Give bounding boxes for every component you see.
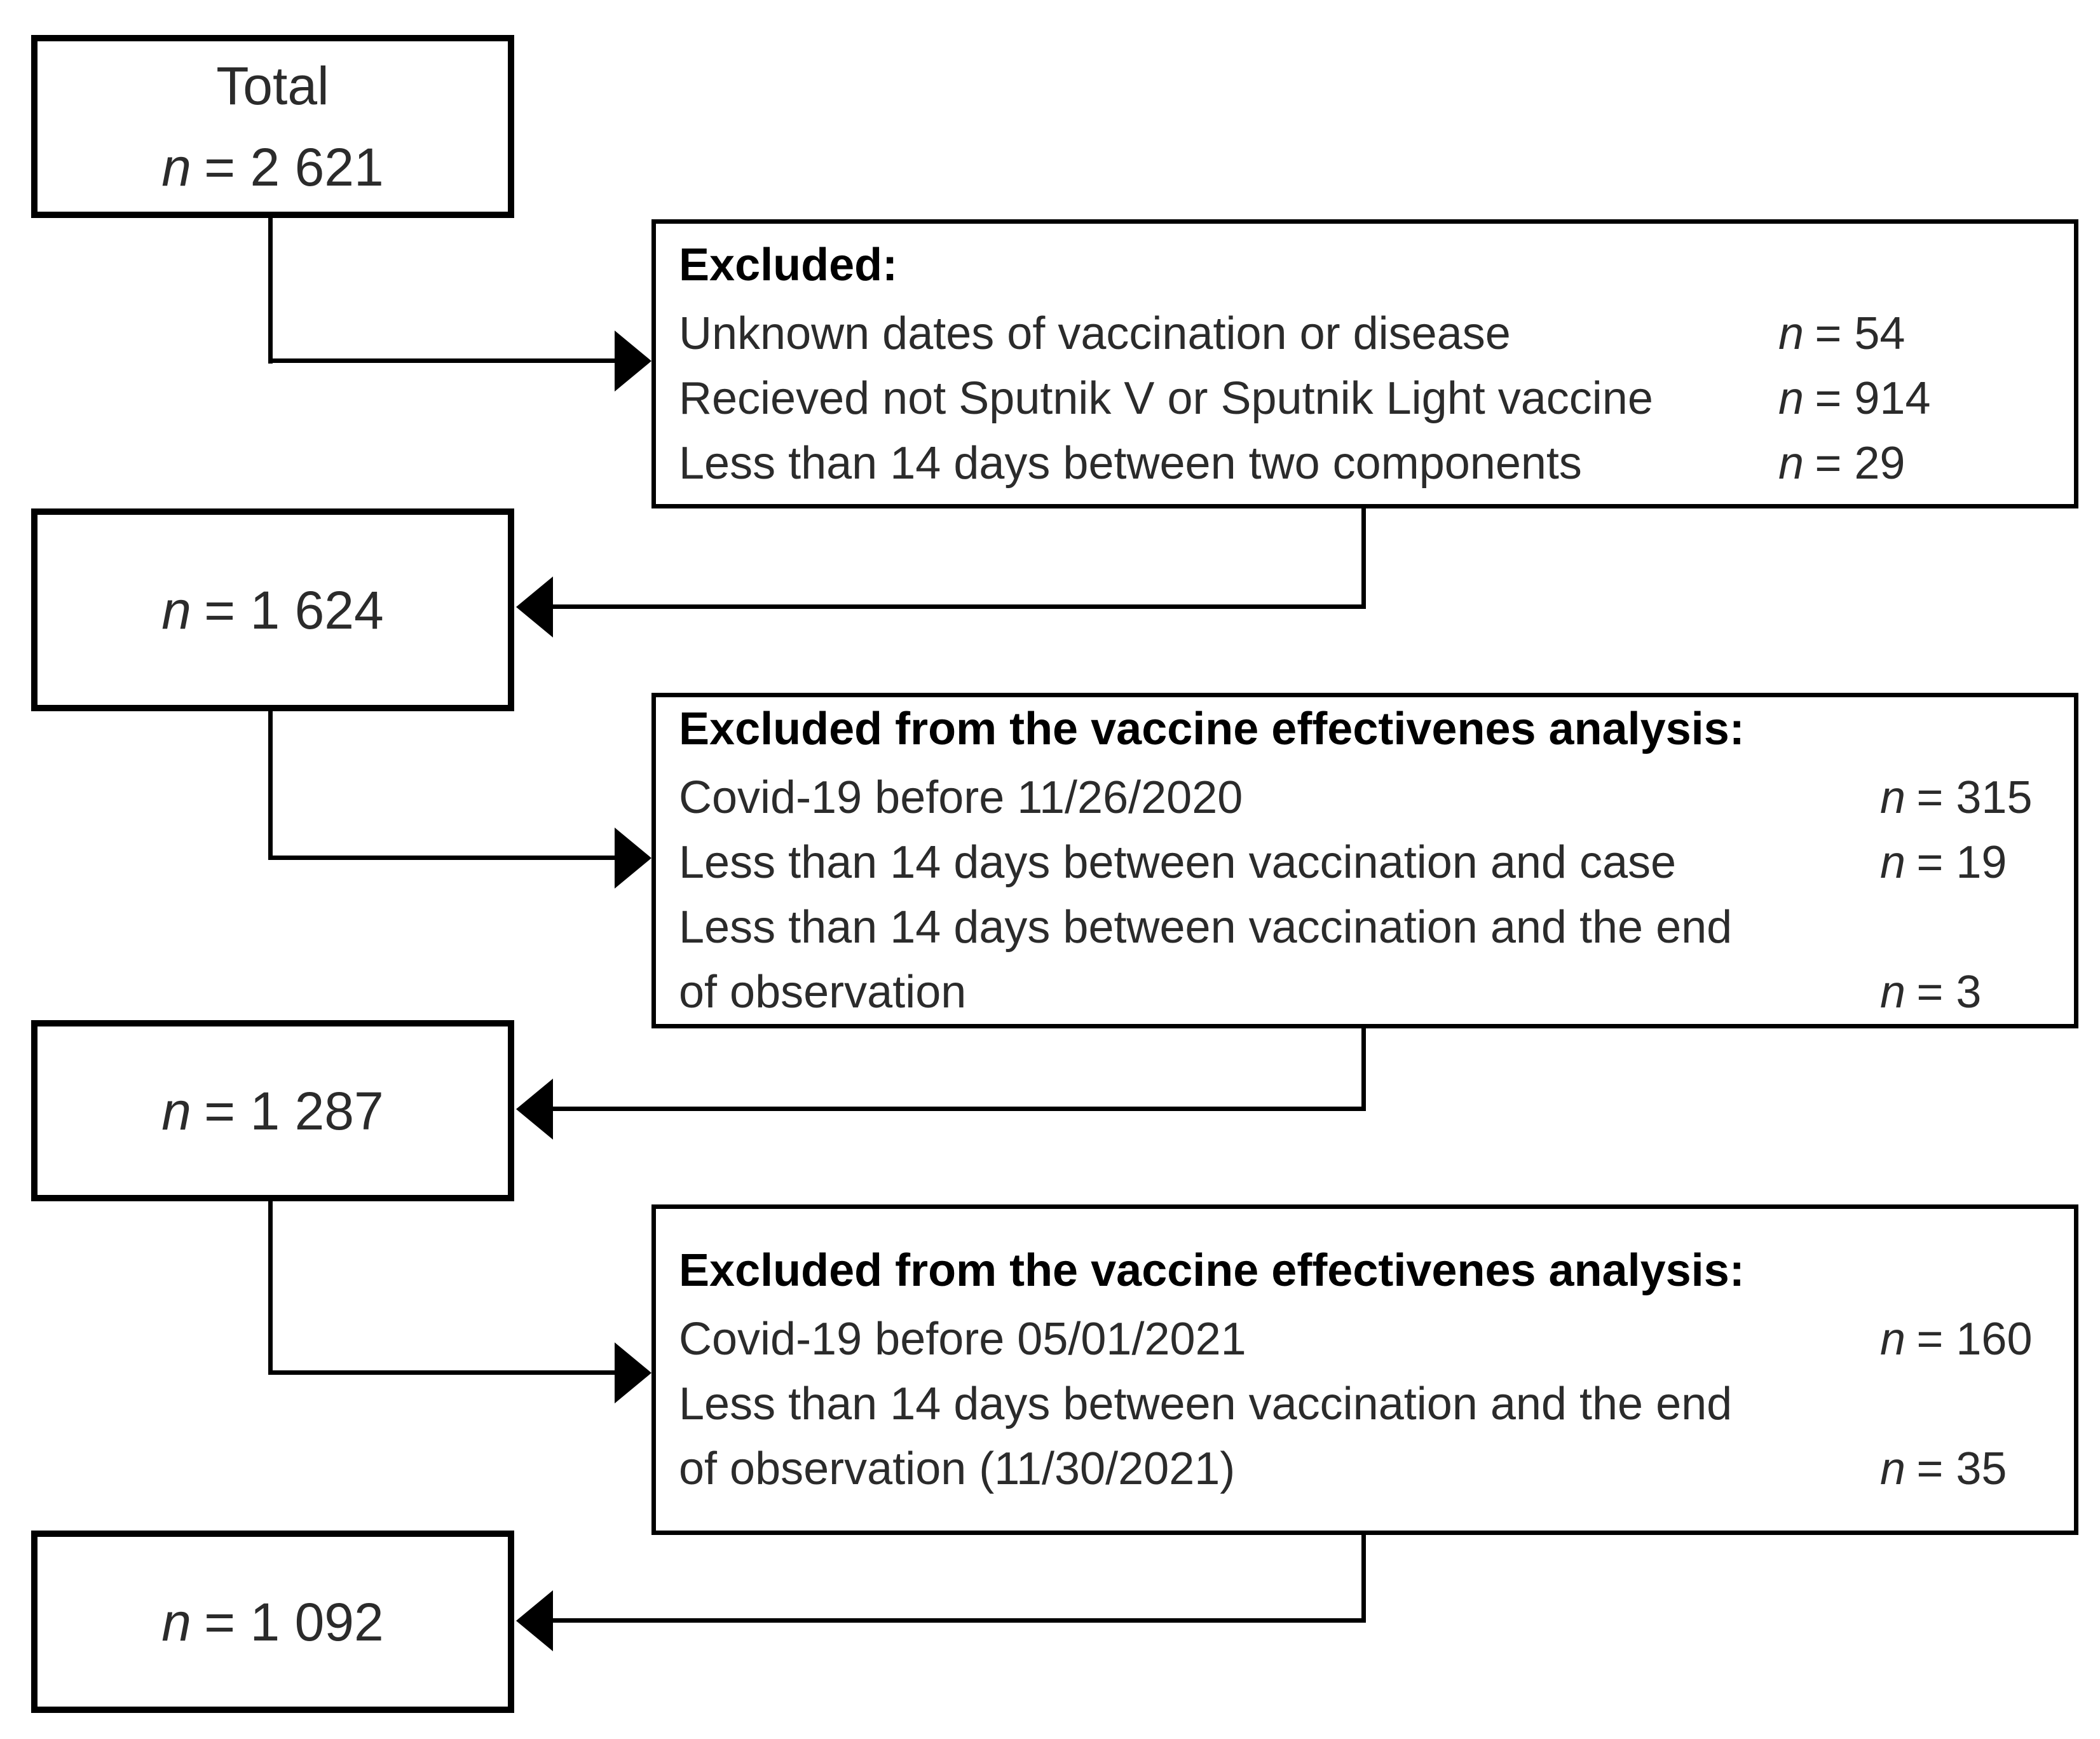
excluded-2-row: Less than 14 days between vaccination an… <box>679 830 2051 895</box>
excluded-3-row: Covid-19 before 05/01/2021 n= 160 <box>679 1307 2051 1372</box>
connector-excluded1-n1624-horizontal <box>553 604 1366 609</box>
excluded-2-row: Less than 14 days between vaccination an… <box>679 895 2051 960</box>
connector-n1287-excluded3-vertical <box>268 1199 273 1375</box>
reason-count: n= 914 <box>1778 372 1931 424</box>
arrowhead-left-icon <box>516 576 553 638</box>
reason-count: n= 35 <box>1880 1443 2007 1494</box>
arrowhead-right-icon <box>615 828 651 889</box>
connector-excluded2-n1287-horizontal <box>553 1107 1366 1111</box>
excluded-1-row: Recieved not Sputnik V or Sputnik Light … <box>679 366 2051 431</box>
n1624-count: n= 1 624 <box>161 580 384 640</box>
n1624-box: n= 1 624 <box>31 508 514 711</box>
arrowhead-right-icon <box>615 331 651 392</box>
excluded-1-header: Excluded: <box>679 239 898 290</box>
connector-excluded2-n1287-vertical <box>1361 1025 1366 1111</box>
excluded-1-row: Unknown dates of vaccination or disease … <box>679 301 2051 366</box>
reason-text: Recieved not Sputnik V or Sputnik Light … <box>679 372 1653 424</box>
excluded-2-row: Covid-19 before 11/26/2020 n= 315 <box>679 765 2051 830</box>
reason-text: Less than 14 days between vaccination an… <box>679 902 1733 953</box>
reason-count: n= 160 <box>1880 1314 2033 1365</box>
reason-count: n= 54 <box>1778 308 1906 359</box>
connector-total-excluded1-vertical <box>268 213 273 364</box>
reason-text: Unknown dates of vaccination or disease <box>679 308 1511 359</box>
total-box: Total n= 2 621 <box>31 35 514 218</box>
reason-text: Less than 14 days between vaccination an… <box>679 837 1677 888</box>
reason-count: n= 19 <box>1880 837 2007 888</box>
reason-count: n= 3 <box>1880 967 1982 1018</box>
excluded-2-header: Excluded from the vaccine effectivenes a… <box>679 704 1745 754</box>
excluded-box-2: Excluded from the vaccine effectivenes a… <box>651 693 2078 1028</box>
reason-count: n= 29 <box>1778 437 1906 489</box>
n1092-count: n= 1 092 <box>161 1592 384 1652</box>
arrowhead-right-icon <box>615 1342 651 1403</box>
reason-text: of observation <box>679 967 967 1018</box>
reason-count: n= 315 <box>1880 772 2033 823</box>
reason-text: Less than 14 days between vaccination an… <box>679 1379 1733 1429</box>
excluded-1-row: Less than 14 days between two components… <box>679 431 2051 496</box>
excluded-box-3: Excluded from the vaccine effectivenes a… <box>651 1204 2078 1535</box>
connector-n1624-excluded2-horizontal <box>268 856 615 860</box>
connector-excluded3-n1092-horizontal <box>553 1618 1366 1623</box>
reason-text: Covid-19 before 05/01/2021 <box>679 1314 1246 1365</box>
arrowhead-left-icon <box>516 1079 553 1140</box>
connector-n1624-excluded2-vertical <box>268 707 273 858</box>
n1287-box: n= 1 287 <box>31 1020 514 1201</box>
arrowhead-left-icon <box>516 1590 553 1651</box>
connector-total-excluded1-horizontal <box>268 358 615 363</box>
excluded-2-row: of observation n= 3 <box>679 960 2051 1025</box>
connector-excluded1-n1624-vertical <box>1361 504 1366 607</box>
connector-n1287-excluded3-horizontal <box>268 1370 615 1375</box>
reason-text: Covid-19 before 11/26/2020 <box>679 772 1243 823</box>
n1092-box: n= 1 092 <box>31 1531 514 1713</box>
total-count: n= 2 621 <box>161 137 384 197</box>
excluded-3-row: of observation (11/30/2021) n= 35 <box>679 1436 2051 1501</box>
reason-text: Less than 14 days between two components <box>679 437 1582 489</box>
excluded-box-1: Excluded: Unknown dates of vaccination o… <box>651 219 2078 508</box>
excluded-3-row: Less than 14 days between vaccination an… <box>679 1372 2051 1436</box>
connector-excluded3-n1092-vertical <box>1361 1532 1366 1623</box>
total-label: Total <box>216 56 329 116</box>
reason-text: of observation (11/30/2021) <box>679 1443 1236 1494</box>
n1287-count: n= 1 287 <box>161 1081 384 1141</box>
excluded-3-header: Excluded from the vaccine effectivenes a… <box>679 1245 1745 1296</box>
